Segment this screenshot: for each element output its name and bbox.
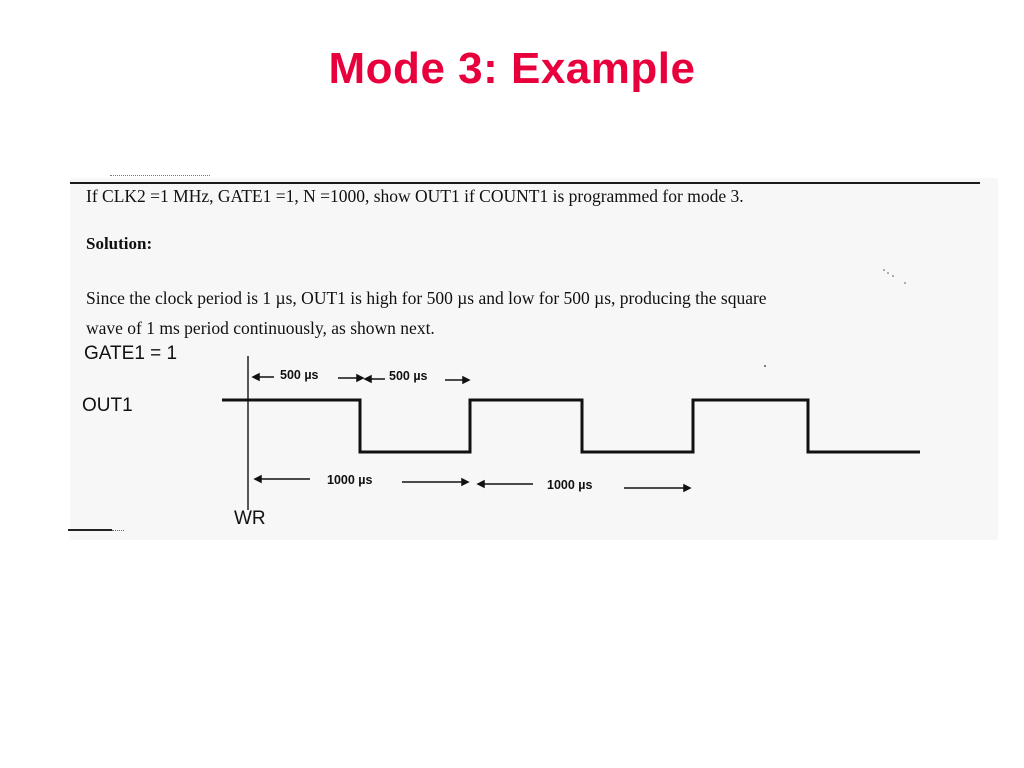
- period-arrows: [253, 474, 692, 493]
- scan-bottom-dotted-rule: [112, 530, 124, 531]
- gate1-label: GATE1 = 1: [84, 343, 178, 364]
- half-period-label-1: 500 µs: [280, 368, 319, 382]
- explanation-line-2: wave of 1 ms period continuously, as sho…: [86, 318, 435, 338]
- problem-statement: If CLK2 =1 MHz, GATE1 =1, N =1000, show …: [86, 186, 744, 206]
- period-label-2: 1000 µs: [547, 478, 593, 492]
- half-period-arrows: [251, 372, 471, 385]
- solution-heading: Solution:: [86, 234, 153, 253]
- explanation-line-1: Since the clock period is 1 µs, OUT1 is …: [86, 288, 767, 308]
- slide-title: Mode 3: Example: [328, 44, 696, 93]
- wr-label: WR: [234, 508, 266, 529]
- scanned-textbook-excerpt: [68, 170, 1000, 542]
- out1-label: OUT1: [82, 395, 133, 416]
- out1-square-wave: [222, 398, 920, 454]
- scan-paper: [70, 178, 998, 540]
- scan-dotted-rule: [110, 175, 210, 176]
- scan-specks: [764, 269, 906, 367]
- period-label-1: 1000 µs: [327, 473, 373, 487]
- scan-top-rule: [70, 182, 980, 184]
- scan-bottom-rule: [68, 529, 112, 531]
- half-period-label-2: 500 µs: [389, 369, 428, 383]
